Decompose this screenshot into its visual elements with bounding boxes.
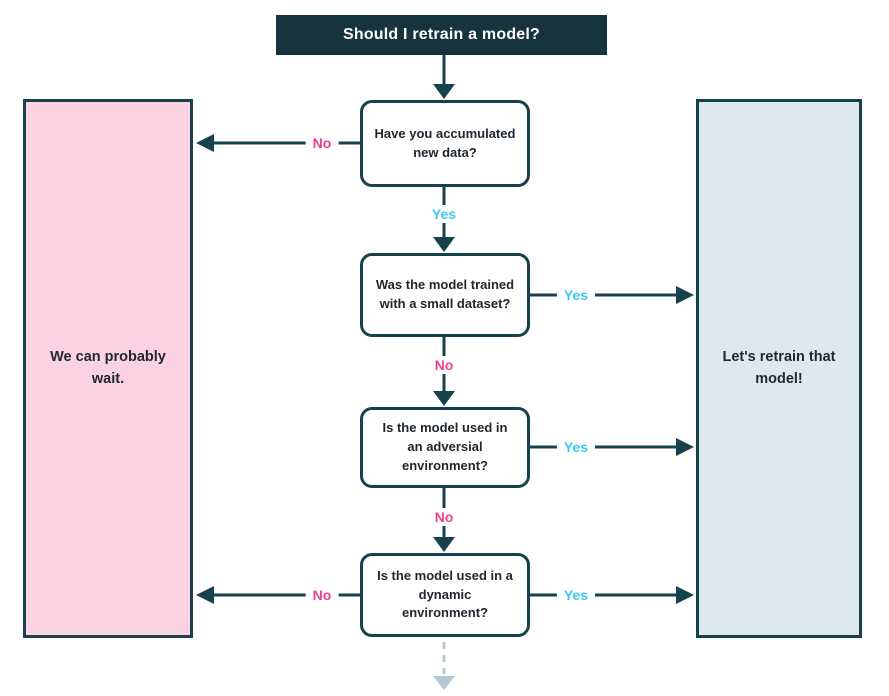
outcome-node-retrain-text: Let's retrain that model! (722, 348, 836, 387)
decision-node-small-dataset-text: Was the model trained with a small datas… (375, 277, 515, 311)
outcome-node-wait: We can probably wait. (23, 99, 193, 638)
edge-q3-retrain-arrowhead (676, 438, 694, 456)
decision-node-small-dataset: Was the model trained with a small datas… (360, 253, 530, 337)
outcome-node-retrain: Let's retrain that model! (696, 99, 862, 638)
flowchart-title-label: Should I retrain a model? (342, 26, 541, 43)
edge-q3-q4-arrowhead (433, 537, 455, 552)
edge-label-q4-yes: Yes (556, 586, 596, 604)
decision-node-dynamic-environment-text: Is the model used in a dynamic environme… (377, 567, 513, 621)
edge-q1-wait-arrowhead (196, 134, 214, 152)
edge-q4-continues-arrowhead (433, 676, 455, 690)
edge-label-q2-no: No (427, 356, 461, 374)
decision-node-adversial-environment-text: Is the model used in an adversial enviro… (382, 420, 508, 473)
decision-node-new-data-text: Have you accumulated new data? (374, 125, 516, 160)
edge-q4-wait-arrowhead (196, 586, 214, 604)
decision-node-dynamic-environment: Is the model used in a dynamic environme… (360, 553, 530, 637)
edge-q4-retrain-arrowhead (676, 586, 694, 604)
decision-node-new-data: Have you accumulated new data? (360, 100, 530, 187)
edge-label-q3-yes: Yes (556, 438, 596, 456)
edge-start-q1-arrowhead (433, 84, 455, 99)
edge-label-q3-no: No (427, 508, 461, 526)
decision-node-adversial-environment: Is the model used in an adversial enviro… (360, 407, 530, 488)
outcome-node-wait-text: We can probably wait. (50, 348, 166, 387)
edge-label-q2-yes: Yes (556, 286, 596, 304)
edge-q1-q2-arrowhead (433, 237, 455, 252)
edge-q2-q3-arrowhead (433, 391, 455, 406)
flowchart-title: Should I retrain a model? (276, 15, 607, 55)
edge-q2-retrain-arrowhead (676, 286, 694, 304)
edge-label-q4-no: No (305, 586, 339, 604)
edge-label-q1-no: No (305, 134, 339, 152)
edge-label-q1-yes: Yes (424, 205, 464, 223)
